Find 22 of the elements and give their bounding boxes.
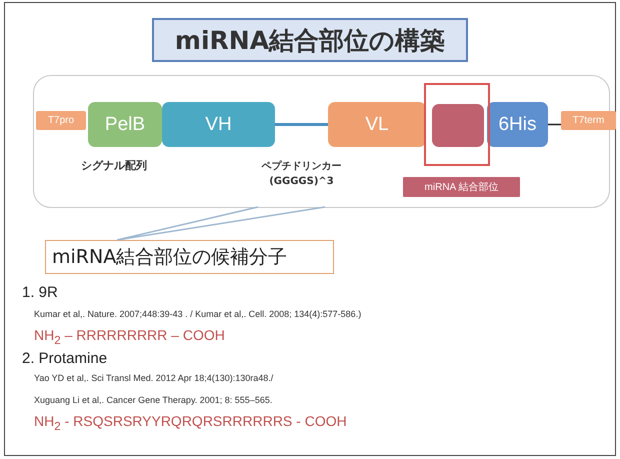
citation: Yao YD et al,. Sci Transl Med. 2012 Apr 18;4(130):130ra48./ bbox=[34, 373, 274, 383]
connector-line bbox=[548, 124, 561, 126]
binding-site-tag: miRNA 結合部位 bbox=[403, 177, 520, 197]
citation: Xuguang Li et al,. Cancer Gene Therapy. 2001; 8: 555–565. bbox=[34, 395, 272, 405]
heading-box: miRNA結合部位の候補分子 bbox=[45, 240, 334, 274]
promoter-block: T7pro bbox=[36, 111, 86, 130]
terminator-block: T7term bbox=[561, 111, 616, 130]
binding-site-block bbox=[432, 104, 484, 147]
edge-label: ペプチドリンカー (GGGGS)^3 bbox=[262, 159, 342, 189]
citation: Kumar et al,. Nature. 2007;448:39-43 . / Kumar et al,. Cell. 2008; 134(4):577-586.) bbox=[34, 309, 362, 319]
callout-tail bbox=[116, 206, 326, 241]
signal-sequence-block: PelB bbox=[88, 102, 162, 147]
peptide-sequence: NH$_{2}$ - RSQSRSRYYRQRQRSRRRRRRS - COOH bbox=[34, 413, 347, 433]
peptide-sequence: NH$_{2}$ – RRRRRRRRR – COOH bbox=[34, 327, 225, 347]
slide-title: miRNA結合部位の構築 bbox=[152, 18, 468, 62]
vl-domain-block: VL bbox=[328, 102, 426, 147]
list-heading: 1. 9R bbox=[22, 284, 58, 301]
vh-domain-block: VH bbox=[162, 102, 275, 147]
connector-line bbox=[275, 123, 328, 126]
block-caption: シグナル配列 bbox=[81, 158, 147, 173]
list-heading: 2. Protamine bbox=[22, 350, 108, 367]
his-tag-block: 6His bbox=[487, 102, 548, 147]
